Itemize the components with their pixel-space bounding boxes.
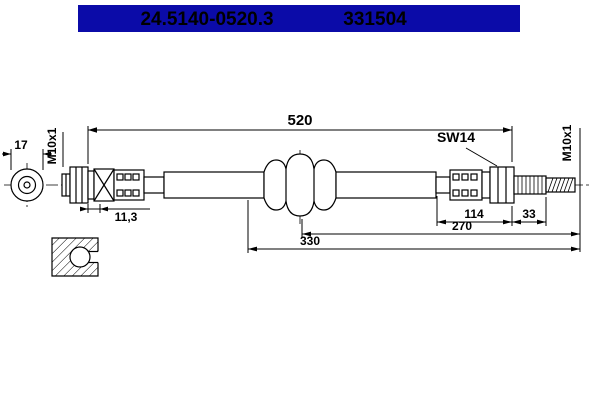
- reference-number: 331504: [343, 9, 407, 30]
- washer: [481, 171, 491, 199]
- label-diameter-17: 17: [14, 138, 28, 152]
- dim-270: [301, 219, 580, 238]
- left-end-view: [10, 168, 44, 202]
- right-neck: [435, 176, 451, 194]
- label-330: 330: [300, 234, 320, 248]
- dim-overall-520: [87, 126, 513, 164]
- hose-assembly: [10, 153, 576, 217]
- left-fitting: [61, 166, 95, 204]
- dimension-labels: 520 17 M10x1 11,3 SW14 114 33 270 330 M1…: [14, 112, 574, 248]
- dim-end-diameter-17: [2, 149, 52, 170]
- dim-offset-11-3: [80, 204, 150, 213]
- left-neck: [143, 176, 165, 194]
- label-offset-11-3: 11,3: [115, 210, 138, 224]
- left-crimp-ferrule: [113, 169, 145, 201]
- dim-330: [247, 200, 580, 253]
- label-overall-520: 520: [287, 112, 312, 129]
- label-wrench-sw14: SW14: [437, 129, 475, 145]
- label-right-thread: M10x1: [560, 124, 574, 161]
- threaded-shank: [513, 175, 547, 195]
- hose-left-section: [163, 171, 265, 199]
- label-114: 114: [464, 207, 484, 221]
- header-background: [78, 5, 520, 32]
- label-270: 270: [452, 219, 472, 233]
- wrench-size-leader: [465, 147, 498, 167]
- bracket-section-view: [51, 237, 99, 277]
- union-nut: [489, 166, 515, 204]
- hose-right-section: [335, 171, 437, 199]
- right-crimp-ferrule: [449, 169, 483, 201]
- thread-tip: [545, 177, 576, 193]
- label-left-thread: M10x1: [45, 127, 59, 164]
- label-33: 33: [522, 207, 536, 221]
- part-number: 24.5140-0520.3: [140, 9, 273, 30]
- header-bar: 24.5140-0520.3 331504: [78, 5, 520, 32]
- bracket-on-hose: [93, 168, 115, 202]
- center-grommet: [263, 153, 337, 217]
- dim-114-and-33: [436, 196, 547, 226]
- dimension-lines: [2, 126, 581, 253]
